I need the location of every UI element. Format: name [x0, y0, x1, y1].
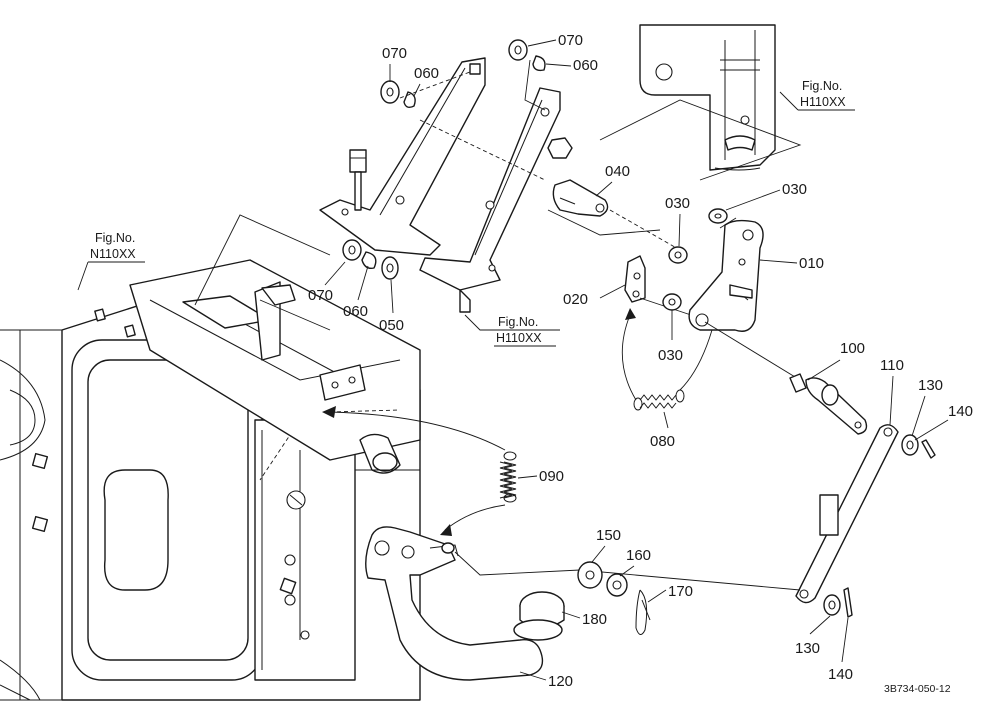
lever-020 [624, 255, 646, 303]
label-130-a: 130 [918, 377, 943, 394]
label-120: 120 [548, 673, 573, 690]
label-010: 010 [799, 255, 824, 272]
label-110: 110 [880, 357, 904, 374]
plate-010 [688, 219, 764, 332]
label-030-b: 030 [782, 181, 807, 198]
label-130-b: 130 [795, 640, 820, 657]
upper-right-bracket [639, 24, 776, 171]
label-060-a: 060 [414, 65, 439, 82]
label-080: 080 [650, 433, 675, 450]
label-150: 150 [596, 527, 621, 544]
part-labels: 070 060 070 060 040 030 030 010 020 030 … [308, 32, 973, 690]
hardware-130-140 [823, 434, 936, 618]
label-060-b: 060 [573, 57, 598, 74]
spring-090 [499, 451, 517, 503]
label-140-b: 140 [828, 666, 853, 683]
label-050: 050 [379, 317, 404, 334]
label-160: 160 [626, 547, 651, 564]
fig-ref-label-left: Fig.No. [95, 231, 135, 245]
arm-040 [552, 179, 609, 217]
fig-ref-code-left: N110XX [90, 247, 136, 261]
spring-080 [633, 389, 685, 411]
label-180: 180 [582, 611, 607, 628]
washers-030 [662, 208, 728, 311]
link-110 [795, 424, 899, 604]
label-leaders [324, 39, 926, 681]
hardware-150-160-170 [577, 561, 651, 635]
label-030-a: 030 [665, 195, 690, 212]
label-040: 040 [605, 163, 630, 180]
mount-bracket-right [419, 87, 561, 313]
label-070-b: 070 [558, 32, 583, 49]
label-090: 090 [539, 468, 564, 485]
fig-ref-label-top: Fig.No. [802, 79, 842, 93]
drawing-code: 3B734-050-12 [884, 683, 951, 695]
hardware-top-left [342, 39, 546, 280]
label-170: 170 [668, 583, 693, 600]
fig-ref-code-mid: H110XX [496, 331, 542, 345]
label-070-c: 070 [308, 287, 333, 304]
fig-ref-label-mid: Fig.No. [498, 315, 538, 329]
nut-top-center [547, 137, 573, 159]
pedal-120 [365, 526, 544, 681]
pin-100 [789, 373, 868, 435]
upper-frame-plate [94, 259, 421, 474]
label-070-a: 070 [382, 45, 407, 62]
label-060-c: 060 [343, 303, 368, 320]
fig-ref-code-top: H110XX [800, 95, 846, 109]
bolt [349, 149, 367, 211]
mount-bracket-left [319, 57, 486, 256]
label-100: 100 [840, 340, 865, 357]
label-030-c: 030 [658, 347, 683, 364]
pedal-pad-180 [513, 591, 565, 641]
label-020: 020 [563, 291, 588, 308]
figure-references: Fig.No. H110XX Fig.No. N110XX Fig.No. H1… [77, 79, 951, 695]
label-140-a: 140 [948, 403, 973, 420]
